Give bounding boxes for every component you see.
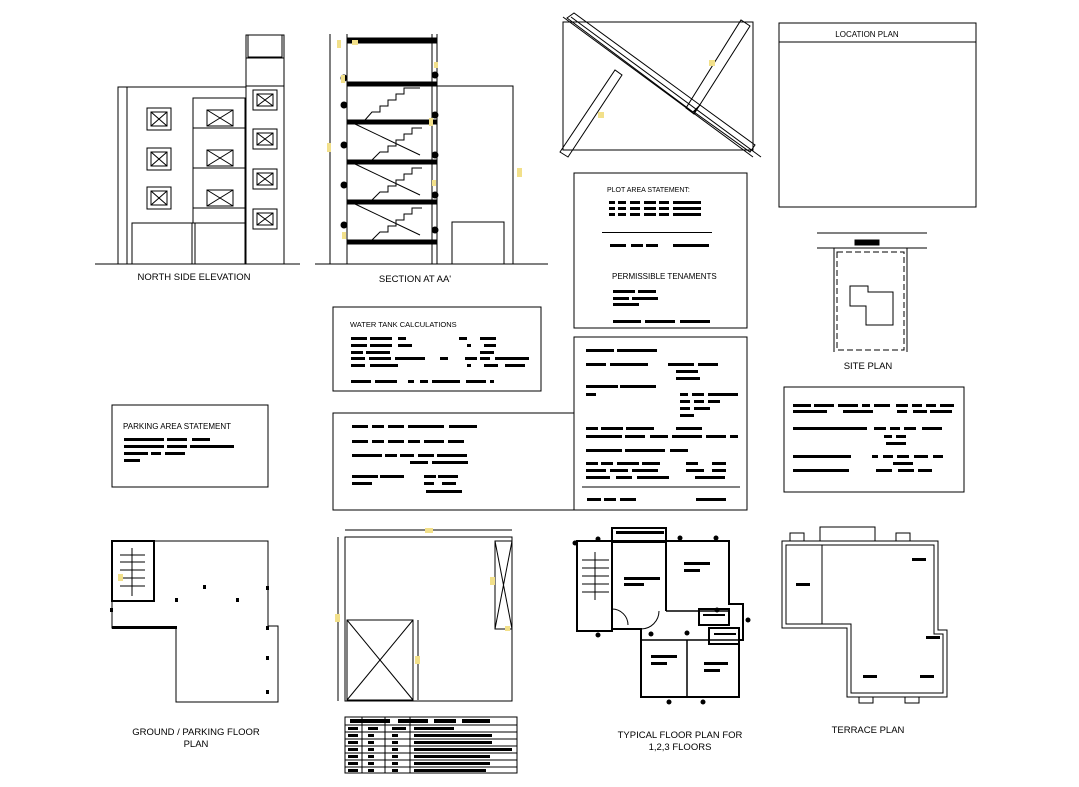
- section-title: SECTION AT AA': [379, 274, 451, 285]
- water-tank-title: WATER TANK CALCULATIONS: [350, 320, 457, 329]
- ground-floor-plan: [110, 540, 279, 703]
- ground-floor-title-2: PLAN: [184, 739, 209, 750]
- section-dimension-markers: [327, 40, 522, 239]
- location-plan: [778, 22, 977, 208]
- typical-floor-plan: [572, 527, 751, 705]
- water-tank-calculations: [332, 306, 542, 392]
- calculation-table-right: [573, 336, 748, 511]
- site-plan: [817, 232, 927, 352]
- structural-plan: [337, 529, 513, 702]
- typical-floor-title-1: TYPICAL FLOOR PLAN FOR: [618, 730, 743, 741]
- calculation-table-middle: [332, 412, 575, 511]
- calculation-table-far-right: [783, 386, 965, 493]
- site-plan-title: SITE PLAN: [844, 361, 893, 372]
- ground-floor-title-1: GROUND / PARKING FLOOR: [132, 727, 260, 738]
- north-side-elevation: [95, 34, 300, 265]
- structural-plan-markers: [335, 528, 510, 664]
- permissible-title: PERMISSIBLE TENAMENTS: [612, 272, 717, 281]
- terrace-plan-title: TERRACE PLAN: [832, 725, 905, 736]
- parking-area-statement: [111, 404, 269, 488]
- typical-floor-title-2: 1,2,3 FLOORS: [649, 742, 712, 753]
- key-plan-markers: [598, 60, 715, 118]
- location-plan-title: LOCATION PLAN: [835, 30, 899, 39]
- terrace-plan: [781, 526, 948, 704]
- schedule-table: [344, 716, 518, 774]
- plot-area-title: PLOT AREA STATEMENT:: [607, 187, 690, 194]
- key-plan: [559, 12, 762, 158]
- parking-area-title: PARKING AREA STATEMENT: [123, 422, 231, 431]
- north-elevation-title: NORTH SIDE ELEVATION: [138, 272, 251, 283]
- plot-area-statement: [573, 172, 748, 329]
- section-aa: [315, 34, 548, 265]
